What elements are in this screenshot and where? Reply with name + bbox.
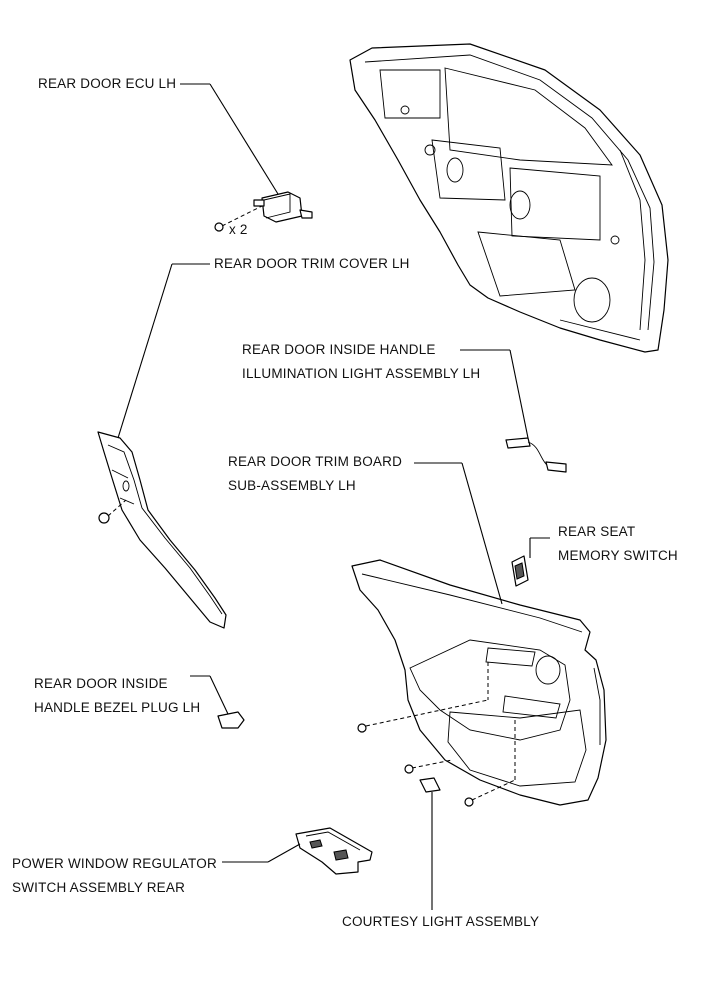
rear-seat-memory-switch [511,555,529,587]
label-trim-board-line2: SUB-ASSEMBLY LH [228,478,356,493]
leader-ecu-diag [209,83,279,195]
label-courtesy: COURTESY LIGHT ASSEMBLY [342,914,540,929]
ecu-bolt [214,222,224,232]
leader-trim-board-diag [461,462,503,605]
trim-cover-clip [98,512,110,524]
leader-bezel-diag [209,675,229,715]
label-memory-line2: MEMORY SWITCH [558,548,678,563]
illumination-light-assembly [505,437,567,473]
label-trim-board-line1: REAR DOOR TRIM BOARD [228,454,403,469]
rear-door-panel [349,43,669,353]
label-illumination-line1: REAR DOOR INSIDE HANDLE [242,342,436,357]
rear-door-trim-board [351,559,607,806]
rear-door-trim-cover [97,431,227,629]
inside-handle-bezel-plug [217,711,245,729]
trim-board-screw-3 [464,797,474,807]
trim-board-screw-2 [404,764,414,774]
trim-board-dash-3 [471,779,516,801]
leader-trim-cover-diag [117,263,173,439]
power-window-switch [295,827,373,875]
rear-door-ecu [253,191,313,223]
label-bezel-line2: HANDLE BEZEL PLUG LH [34,700,201,715]
label-illumination-line2: ILLUMINATION LIGHT ASSEMBLY LH [242,366,481,381]
leader-power-window-diag [267,843,301,863]
label-ecu: REAR DOOR ECU LH [38,76,177,91]
label-power-window-line2: SWITCH ASSEMBLY REAR [12,880,186,895]
ecu-bolt-dash [221,205,263,227]
courtesy-light-assembly [419,777,441,793]
label-memory-line1: REAR SEAT [558,524,636,539]
trim-board-screw-1 [357,723,367,733]
label-ecu-qty: x 2 [229,222,248,237]
leader-illumination-diag [509,349,529,439]
label-bezel-line1: REAR DOOR INSIDE [34,676,168,691]
label-power-window-line1: POWER WINDOW REGULATOR [12,856,217,871]
label-trim-cover: REAR DOOR TRIM COVER LH [214,256,410,271]
